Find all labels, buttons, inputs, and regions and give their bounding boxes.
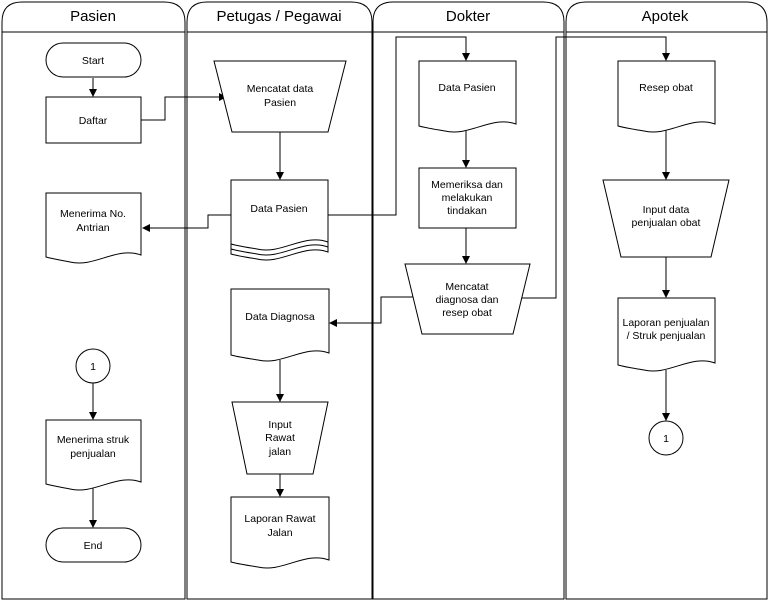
- node-mencatat-diagnosa-line3: resep obat: [442, 307, 492, 319]
- edge-mencatat-diagnosa: [329, 296, 423, 327]
- node-menerima-struk[interactable]: Menerima struk penjualan: [45, 419, 142, 491]
- node-start[interactable]: Start: [45, 42, 142, 78]
- node-menerima-struk-line1: Menerima struk: [57, 434, 130, 446]
- lane-title-apotek: Apotek: [642, 8, 689, 25]
- lane-title-pasien: Pasien: [70, 8, 116, 25]
- node-laporan-penjualan-line1: Laporan penjualan: [623, 317, 710, 329]
- node-data-pasien-petugas-label: Data Pasien: [250, 203, 307, 215]
- node-mencatat-diagnosa-line1: Mencatat: [445, 281, 488, 293]
- node-connector-in-label: 1: [90, 361, 96, 373]
- node-daftar-label: Daftar: [79, 115, 108, 127]
- edges: [89, 36, 670, 528]
- node-resep-obat[interactable]: Resep obat: [617, 60, 716, 133]
- node-laporan-rawat-jalan-line1: Laporan Rawat: [244, 513, 315, 525]
- node-data-diagnosa-label: Data Diagnosa: [245, 311, 315, 323]
- lane-title-petugas: Petugas / Pegawai: [216, 8, 341, 25]
- node-data-diagnosa[interactable]: Data Diagnosa: [230, 288, 330, 362]
- edge-daftar-mencatat: [141, 93, 227, 121]
- node-input-rawat-jalan-line1: Input: [268, 419, 291, 431]
- node-laporan-rawat-jalan-line2: Jalan: [267, 527, 292, 539]
- edge-datapasien-dokter: [328, 36, 470, 216]
- node-connector-out-label: 1: [663, 433, 669, 445]
- node-data-pasien-dokter[interactable]: Data Pasien: [418, 60, 517, 133]
- node-start-label: Start: [82, 55, 104, 67]
- node-input-rawat-jalan-line3: jalan: [268, 446, 291, 458]
- node-mencatat-data-pasien-line2: Pasien: [264, 97, 296, 109]
- edge-datapasien-antrian: [142, 214, 231, 232]
- node-menerima-antrian-line1: Menerima No.: [60, 208, 126, 220]
- node-laporan-penjualan[interactable]: Laporan penjualan / Struk penjualan: [617, 297, 716, 372]
- node-laporan-penjualan-line2: / Struk penjualan: [627, 330, 706, 342]
- node-end[interactable]: End: [45, 527, 142, 563]
- lane-title-dokter: Dokter: [446, 8, 490, 25]
- node-input-penjualan-line2: penjualan obat: [632, 217, 701, 229]
- node-end-label: End: [84, 540, 103, 552]
- node-menerima-antrian-line2: Antrian: [76, 222, 109, 234]
- node-memeriksa-line3: tindakan: [447, 205, 487, 217]
- node-daftar[interactable]: Daftar: [45, 96, 142, 144]
- node-laporan-rawat-jalan[interactable]: Laporan Rawat Jalan: [230, 496, 330, 569]
- node-input-penjualan-line1: Input data: [643, 204, 690, 216]
- node-memeriksa-line1: Memeriksa dan: [431, 179, 503, 191]
- edge-mencatat-resep: [513, 36, 670, 299]
- node-menerima-struk-line2: penjualan: [70, 448, 116, 460]
- node-mencatat-diagnosa[interactable]: Mencatat diagnosa dan resep obat: [404, 263, 531, 335]
- node-memeriksa[interactable]: Memeriksa dan melakukan tindakan: [418, 167, 517, 229]
- node-memeriksa-line2: melakukan: [442, 192, 493, 204]
- node-mencatat-diagnosa-line2: diagnosa dan: [435, 294, 498, 306]
- node-input-penjualan[interactable]: Input data penjualan obat: [602, 179, 730, 258]
- node-menerima-antrian[interactable]: Menerima No. Antrian: [45, 192, 142, 264]
- node-connector-in[interactable]: 1: [75, 348, 111, 384]
- node-data-pasien-dokter-label: Data Pasien: [438, 82, 495, 94]
- node-mencatat-data-pasien-line1: Mencatat data: [247, 83, 314, 95]
- node-input-rawat-jalan[interactable]: Input Rawat jalan: [231, 401, 329, 475]
- node-connector-out[interactable]: 1: [648, 420, 684, 456]
- node-resep-obat-label: Resep obat: [639, 82, 693, 94]
- node-input-rawat-jalan-line2: Rawat: [265, 432, 295, 444]
- node-mencatat-data-pasien[interactable]: Mencatat data Pasien: [213, 60, 347, 133]
- node-data-pasien-petugas[interactable]: Data Pasien: [230, 179, 329, 261]
